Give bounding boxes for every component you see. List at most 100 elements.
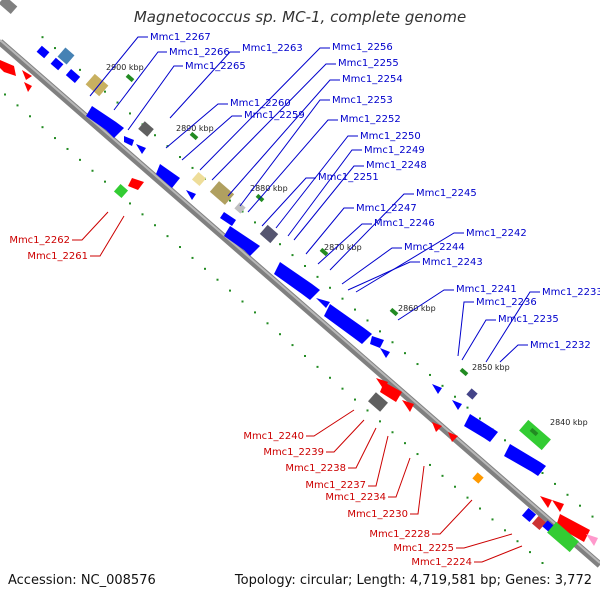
gene-arrow[interactable]	[224, 226, 260, 256]
gene-label[interactable]: Mmc1_2246	[374, 218, 435, 229]
gene-label[interactable]: Mmc1_2241	[456, 284, 517, 295]
gene-label[interactable]: Mmc1_2242	[466, 228, 527, 239]
gene-block[interactable]	[209, 181, 235, 205]
gene-arrow[interactable]	[402, 400, 414, 412]
gene-label[interactable]: Mmc1_2253	[332, 95, 393, 106]
gene-label[interactable]: Mmc1_2234	[325, 492, 386, 503]
gene-arrow[interactable]	[274, 262, 320, 300]
gene-label[interactable]: Mmc1_2251	[318, 172, 379, 183]
gene-label[interactable]: Mmc1_2247	[356, 203, 417, 214]
gene-arrow[interactable]	[380, 382, 402, 402]
gene-label[interactable]: Mmc1_2260	[230, 98, 291, 109]
gene-arrow[interactable]	[452, 400, 462, 410]
gene-label[interactable]: Mmc1_2239	[263, 447, 324, 458]
gene-arrow[interactable]	[316, 298, 330, 308]
gene-label[interactable]: Mmc1_2248	[366, 160, 427, 171]
gene-block[interactable]	[521, 507, 537, 523]
gene-arrow[interactable]	[186, 190, 196, 200]
gene-block[interactable]	[191, 171, 207, 187]
gene-block[interactable]	[472, 472, 484, 484]
gene-label[interactable]: Mmc1_2233	[542, 287, 600, 298]
gene-block[interactable]	[36, 45, 50, 59]
tick-dot	[4, 93, 6, 96]
gene-arrow[interactable]	[464, 414, 498, 442]
gene-block[interactable]	[0, 0, 18, 15]
gene-block[interactable]	[234, 202, 246, 214]
tick-dot	[91, 169, 94, 172]
gene-arrow[interactable]	[380, 348, 390, 358]
gene-block[interactable]	[85, 73, 109, 97]
gene-label[interactable]: Mmc1_2256	[332, 42, 393, 53]
gene-label[interactable]: Mmc1_2255	[338, 58, 399, 69]
gene-label[interactable]: Mmc1_2266	[169, 47, 230, 58]
reverse-genes	[0, 0, 598, 553]
gene-block[interactable]	[547, 521, 579, 553]
gene-label[interactable]: Mmc1_2267	[150, 32, 211, 43]
gene-block[interactable]	[50, 57, 64, 71]
gene-arrow[interactable]	[556, 514, 590, 542]
gene-block[interactable]	[113, 183, 129, 199]
gene-arrow[interactable]	[24, 82, 32, 92]
gene-arrow[interactable]	[220, 212, 236, 226]
gene-block[interactable]	[57, 47, 75, 65]
kbp-tick-mark	[189, 131, 199, 141]
gene-label[interactable]: Mmc1_2261	[27, 251, 88, 262]
tick-dot	[391, 341, 394, 344]
gene-arrow[interactable]	[370, 336, 384, 348]
gene-label[interactable]: Mmc1_2249	[364, 145, 425, 156]
gene-label[interactable]: Mmc1_2224	[411, 557, 472, 568]
gene-arrow[interactable]	[22, 70, 32, 80]
gene-arrow[interactable]	[448, 432, 458, 442]
tick-dot	[466, 496, 469, 499]
tick-dot	[466, 406, 469, 409]
gene-label[interactable]: Mmc1_2262	[9, 235, 70, 246]
gene-label[interactable]: Mmc1_2263	[242, 43, 303, 54]
tick-dot	[229, 199, 231, 202]
gene-block[interactable]	[466, 388, 478, 400]
gene-arrow[interactable]	[156, 164, 180, 188]
gene-arrow[interactable]	[432, 384, 442, 394]
tick-dot	[204, 267, 206, 270]
gene-label[interactable]: Mmc1_2232	[530, 340, 591, 351]
gene-arrow[interactable]	[128, 178, 144, 190]
gene-label[interactable]: Mmc1_2265	[185, 61, 246, 72]
gene-label[interactable]: Mmc1_2244	[404, 242, 465, 253]
gene-arrow[interactable]	[586, 534, 598, 546]
tick-dot	[279, 243, 281, 246]
tick-dot	[266, 322, 269, 325]
kbp-tick-mark	[459, 367, 469, 377]
gene-arrow[interactable]	[432, 422, 442, 432]
gene-label[interactable]: Mmc1_2237	[305, 480, 366, 491]
gene-block[interactable]	[138, 121, 154, 137]
tick-dot	[416, 453, 419, 456]
gene-arrow[interactable]	[136, 144, 146, 154]
gene-arrow[interactable]	[324, 304, 372, 344]
gene-label[interactable]: Mmc1_2240	[243, 431, 304, 442]
tick-dot	[241, 300, 244, 303]
gene-block[interactable]	[368, 392, 388, 412]
gene-label[interactable]: Mmc1_2250	[360, 131, 421, 142]
reverse-gene-labels: Mmc1_2262 Mmc1_2261 Mmc1_2240 Mmc1_2239 …	[9, 235, 472, 568]
gene-arrow[interactable]	[124, 136, 134, 146]
gene-label[interactable]: Mmc1_2252	[340, 114, 401, 125]
gene-arrow[interactable]	[504, 444, 546, 476]
tick-dot	[579, 504, 581, 507]
gene-arrow[interactable]	[552, 500, 564, 512]
gene-arrow[interactable]	[540, 496, 552, 508]
gene-arrow[interactable]	[86, 106, 124, 138]
gene-block[interactable]	[65, 69, 81, 83]
gene-label[interactable]: Mmc1_2230	[347, 509, 408, 520]
gene-label[interactable]: Mmc1_2225	[393, 543, 454, 554]
gene-label[interactable]: Mmc1_2235	[498, 314, 559, 325]
gene-label[interactable]: Mmc1_2238	[285, 463, 346, 474]
gene-label[interactable]: Mmc1_2245	[416, 188, 477, 199]
gene-label[interactable]: Mmc1_2228	[369, 529, 430, 540]
tick-dot	[241, 210, 244, 213]
gene-label[interactable]: Mmc1_2259	[244, 110, 305, 121]
tick-dot	[191, 166, 194, 169]
gene-block[interactable]	[259, 224, 279, 244]
gene-label[interactable]: Mmc1_2236	[476, 297, 537, 308]
gene-label[interactable]: Mmc1_2254	[342, 74, 403, 85]
gene-arrow[interactable]	[0, 60, 16, 76]
gene-label[interactable]: Mmc1_2243	[422, 257, 483, 268]
